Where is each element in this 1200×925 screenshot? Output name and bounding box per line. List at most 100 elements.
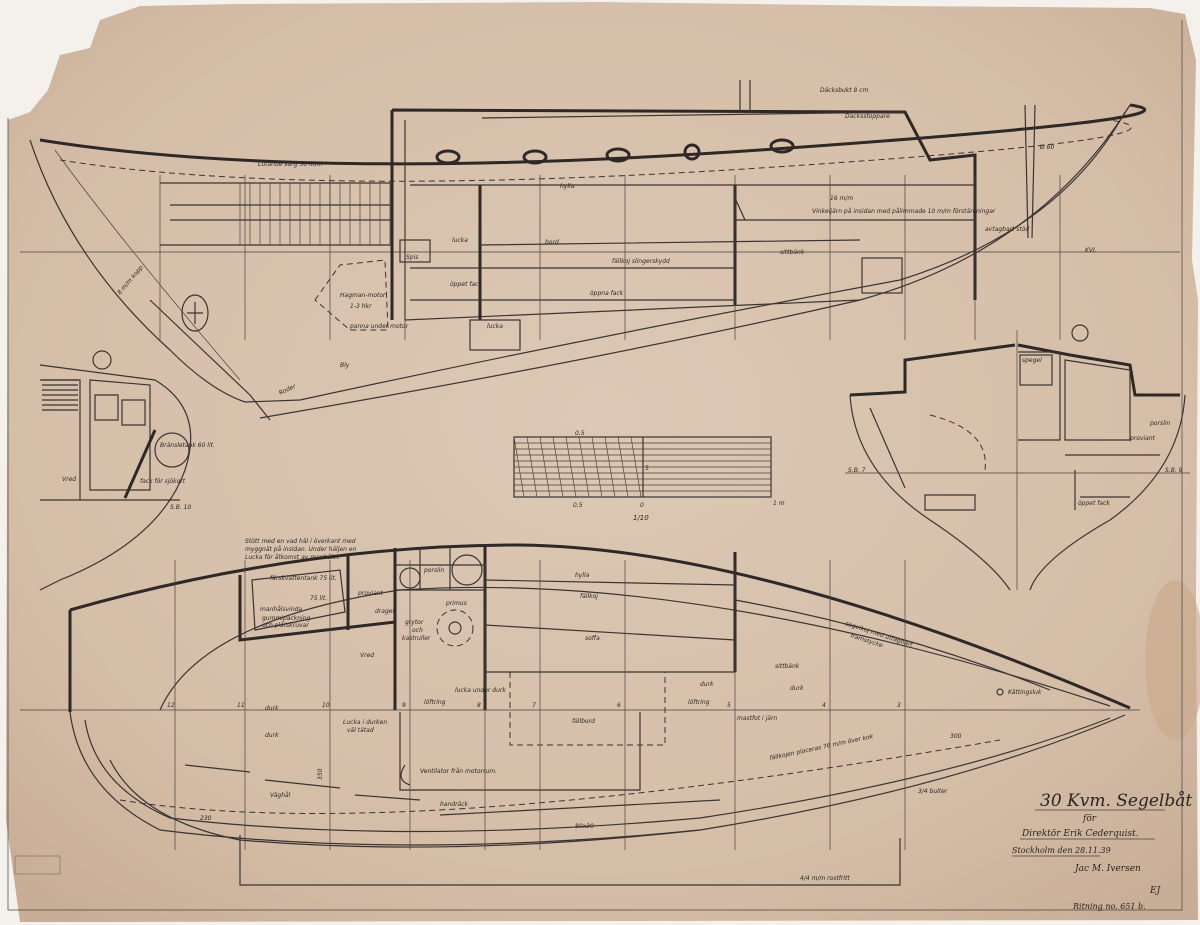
scale-diagonal <box>513 436 525 498</box>
latch-label-plan: Vred <box>360 652 374 659</box>
louver <box>42 379 78 411</box>
latch-label: Vred <box>62 476 76 483</box>
plan-sheer-lower <box>69 711 1126 846</box>
section-left-hull <box>39 364 192 591</box>
engine <box>314 259 389 331</box>
plan-sheer-upper <box>69 543 1131 710</box>
scale-one-m: 1 m <box>773 500 785 507</box>
section-right-cabinet <box>1018 351 1131 441</box>
plan-note: Stött med en vad häl i överkant med mygg… <box>245 538 356 561</box>
hatch-sealed-label-2: väl tätad <box>347 727 374 734</box>
under-floor-label: lucka under durk <box>455 687 506 694</box>
frame-number: 3 <box>897 702 901 709</box>
mirror-label: spegel <box>1022 357 1042 364</box>
cleats-label: 4/4 m/m rostfritt <box>800 875 850 882</box>
plan-note-line: Lucka för åtkomst av manhålet <box>245 554 339 561</box>
coaming-label: Lutande sarg 50 m/m <box>258 161 323 168</box>
ballast-label: Bly <box>340 362 350 369</box>
folding-table <box>509 671 666 746</box>
chart-box-label: fack för sjökort <box>140 478 186 485</box>
engine-label: Hagman-motor <box>340 292 386 299</box>
scale-mid: 5 <box>645 465 649 472</box>
bolts-label: 3/4 bulter <box>918 788 948 795</box>
stamp <box>14 855 61 875</box>
section-left-cabinet <box>89 379 151 491</box>
stern-inner <box>54 149 241 381</box>
deck-camber-label: Däcksbukt 8 cm <box>820 87 869 94</box>
dim-230: 230 <box>200 815 212 822</box>
scale-ratio: 1/10 <box>633 514 649 522</box>
crockery-rack <box>395 548 485 591</box>
plan-inner-upper <box>159 586 1111 711</box>
ventilator-label: Ventilator från motorrum. <box>420 768 497 775</box>
scale-bottom-left: 0,5 <box>573 502 583 509</box>
deck-dashed <box>119 739 1001 814</box>
keel-line <box>259 104 1131 419</box>
dim-80x30: 80x30 <box>575 823 594 830</box>
drawing-number: Ritning no. 651 b. <box>1072 902 1146 911</box>
frame-number: 8 <box>477 702 481 709</box>
sheer-line <box>39 103 1147 166</box>
anchor-locker-icon <box>996 688 1004 696</box>
stern-pole <box>1024 104 1036 239</box>
scale-top: 0,5 <box>575 430 585 437</box>
mast <box>739 80 751 112</box>
shelf-label-plan: hylla <box>575 572 590 579</box>
scale-diagonal <box>604 436 616 498</box>
scale-diagonal <box>539 436 551 498</box>
fuel-tank <box>154 432 190 468</box>
mast-step-label: mastfot i järn <box>737 715 777 722</box>
section-right-label-right: S.B. 9 <box>1165 467 1183 474</box>
ladder <box>123 429 157 499</box>
pot-icon-large <box>451 554 483 586</box>
border <box>7 20 1183 911</box>
for-label: för <box>1082 814 1097 824</box>
provisions-label-plan: proviant <box>357 590 384 597</box>
signature: Jac M. Iversen <box>1073 864 1141 874</box>
seat-label-plan: sittbänk <box>775 663 800 670</box>
waterline-label: KVL <box>1085 247 1096 254</box>
cockpit-slats-plan <box>184 764 421 801</box>
frame-number: 12 <box>167 702 175 709</box>
pan-label: panna under motor <box>349 323 409 330</box>
berth-lines <box>410 184 975 301</box>
plan-note-line: Stött med en vad häl i överkant med <box>245 538 356 545</box>
scupper-label: Väghål <box>270 792 291 799</box>
stove <box>399 239 431 263</box>
sheer-inner <box>59 119 1132 182</box>
gasket-label: gummipackning <box>262 615 310 622</box>
profile-view: Däcksbukt 8 cm Däcksstoppare Lutande sar… <box>20 80 1180 421</box>
sofa-label: soffa <box>585 635 600 642</box>
stain <box>1145 580 1200 740</box>
profile-frames <box>159 175 1061 340</box>
angle-iron-thickness-label: 16 m/m <box>830 195 853 202</box>
primus-burner <box>448 621 462 635</box>
section-left-title: S.B. 10 <box>170 504 191 511</box>
rudder-line <box>149 299 271 421</box>
scale-diagonal <box>526 436 538 498</box>
section-right-berth <box>869 407 976 511</box>
floor-label-3: durk <box>265 705 279 712</box>
dim-300: 300 <box>950 733 962 740</box>
keel-projection <box>239 835 901 886</box>
scale-diagram: 0,5 0,5 0 5 1 m 1/10 <box>513 430 785 522</box>
frame-number: 6 <box>617 702 621 709</box>
floor-label-2: durk <box>790 685 804 692</box>
hatch-label: lucka <box>452 237 468 244</box>
section-right-shelves <box>1065 454 1160 510</box>
scale-diagonal <box>552 436 564 498</box>
drawer-label: draget <box>375 608 395 615</box>
pots-label: grytor <box>405 619 424 626</box>
scale-diagonal <box>591 436 603 498</box>
cockpit-hatch-label: lucka <box>487 323 503 330</box>
propeller-icon <box>181 294 209 332</box>
hatch-sealed-label: Lucka i durken <box>343 719 387 726</box>
section-left: Bränsletank 60 lit. fack för sjökort Vre… <box>39 350 215 591</box>
crockery-label: porslin <box>1149 420 1170 427</box>
bunk-rail-label: fällkoj slingerskydd <box>612 258 670 265</box>
open-box-label: öppet fack <box>450 281 482 288</box>
pole-dim-label: Ø 60 <box>1039 144 1054 151</box>
stove-label: Spis <box>406 254 418 261</box>
